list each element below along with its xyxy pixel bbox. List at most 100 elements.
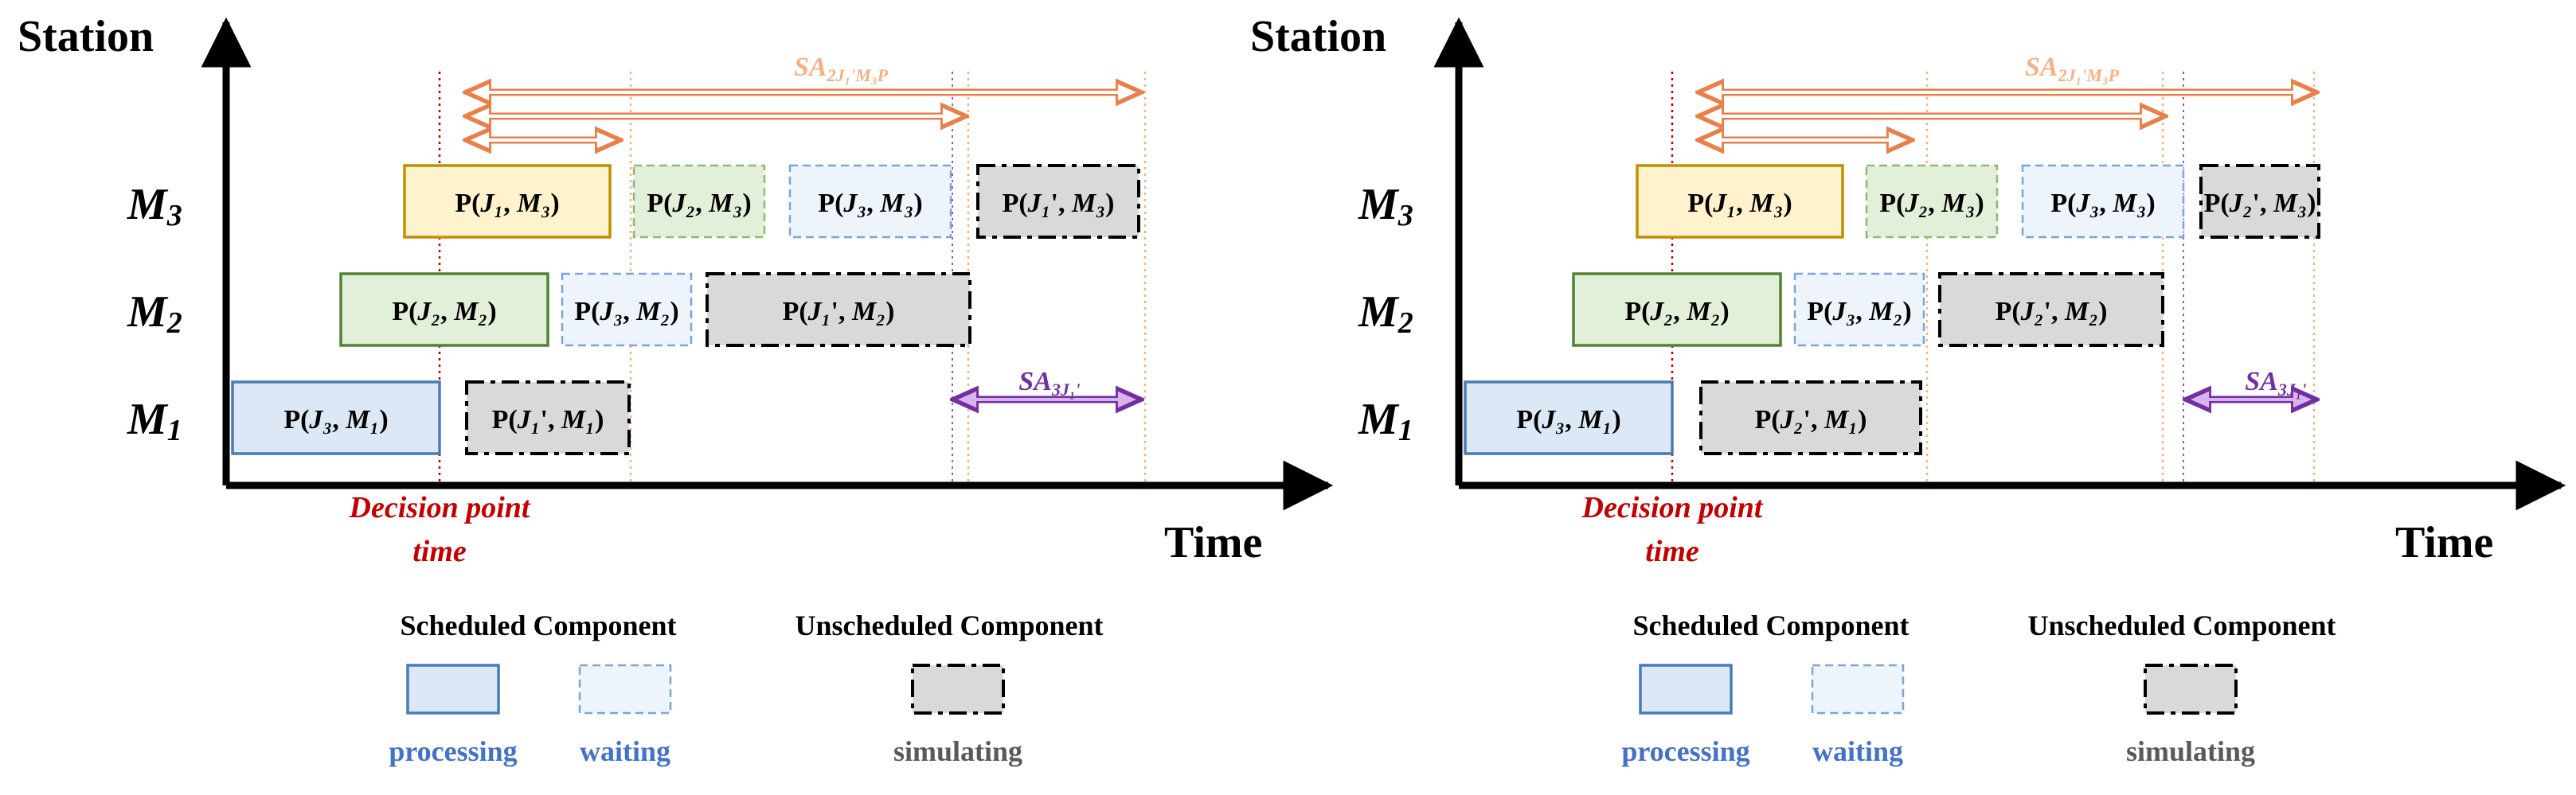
row-label-sub: 3	[166, 199, 182, 232]
schedule-block-box	[1793, 272, 1925, 347]
schedule-block-box	[976, 164, 1140, 239]
row-label-m3: M3	[1358, 180, 1413, 232]
block-label-part: )	[913, 189, 922, 218]
block-label-part: )	[1105, 189, 1114, 218]
block-label-part: ,	[440, 297, 454, 326]
decision-point-time-label: time	[412, 535, 467, 568]
block-label-part: M₂	[1686, 297, 1720, 326]
schedule-block: P(J₁, M₃)	[403, 164, 612, 239]
block-label-part: )	[1612, 405, 1620, 435]
block-label-part: )	[1902, 297, 1911, 326]
legend-waiting-label: waiting	[580, 735, 670, 767]
row-label-sub: 2	[1397, 306, 1413, 340]
block-label-part: )	[595, 405, 604, 435]
sa-top-main: SA	[794, 53, 827, 82]
block-label-part: P(	[2204, 189, 2230, 218]
legend-unscheduled-title: Unscheduled Component	[2027, 610, 2336, 641]
sa-top-sub: 2J₁'M₃P	[827, 65, 889, 85]
row-label-m1: M1	[127, 395, 182, 447]
schedule-block: P(J₂', M₂)	[1938, 272, 2164, 347]
block-label-part: ',	[2044, 297, 2065, 326]
block-label-part: ,	[1928, 189, 1941, 218]
schedule-block-label: P(J₃, M₃)	[818, 189, 922, 218]
legend-waiting-label: waiting	[1812, 735, 1903, 767]
block-label-part: )	[2307, 189, 2316, 218]
schedule-block-box	[231, 380, 441, 455]
block-label-part: J₂	[1780, 405, 1804, 435]
schedule-block: P(J₁', M₃)	[976, 164, 1140, 239]
schedule-block-label: P(J₃, M₃)	[2050, 189, 2155, 218]
schedule-block-box	[1636, 164, 1844, 239]
schedule-block-label: P(J₁', M₂)	[783, 297, 895, 326]
row-label-sub: 1	[1398, 414, 1413, 447]
schedule-block-box	[1699, 380, 1922, 455]
x-axis-label: Time	[2395, 518, 2493, 567]
schedule-block: P(J₃, M₁)	[1464, 380, 1674, 455]
schedule-block: P(J₃, M₂)	[561, 272, 693, 347]
block-label-part: )	[1783, 189, 1792, 218]
schedule-block-box	[1865, 164, 1999, 239]
block-label-part: M₁	[561, 405, 595, 435]
block-label-part: J₂	[416, 297, 440, 326]
block-label-part: J₂	[1904, 189, 1928, 218]
schedule-block-label: P(J₂', M₂)	[1996, 297, 2108, 326]
schedule-block-label: P(J₁, M₃)	[1687, 189, 1792, 218]
legend-processing-label: processing	[389, 735, 517, 767]
block-label-part: P(	[455, 189, 480, 218]
block-label-part: J₁	[479, 189, 503, 218]
schedule-block-label: P(J₃, M₂)	[574, 297, 678, 326]
sa-top-label: SA2J₁'M₃P	[2025, 53, 2120, 85]
schedule-block-box	[465, 380, 631, 455]
schedule-block: P(J₂', M₁)	[1699, 380, 1922, 455]
block-label-part: M₂	[851, 297, 885, 326]
block-label-part: ,	[866, 189, 880, 218]
row-label-main: M	[127, 180, 169, 229]
block-label-part: P(	[2050, 189, 2076, 218]
block-label-part: ,	[332, 405, 346, 435]
block-label-part: J₂	[671, 189, 695, 218]
row-label-sub: 1	[167, 414, 182, 447]
block-label-part: P(	[574, 297, 600, 326]
legend-waiting-swatch	[1811, 664, 1905, 715]
block-label-part: P(	[783, 297, 808, 326]
block-label-part: P(	[1003, 189, 1028, 218]
block-label-part: P(	[1879, 189, 1905, 218]
block-label-part: )	[379, 405, 388, 435]
decision-point-label: Decision point	[349, 491, 531, 524]
block-label-part: J₃	[842, 189, 866, 218]
schedule-block: P(J₃, M₃)	[2021, 164, 2185, 239]
legend-processing-swatch	[1639, 664, 1733, 715]
schedule-block: P(J₂, M₂)	[339, 272, 549, 347]
legend: Scheduled Component Unscheduled Component…	[1621, 610, 2336, 767]
block-label-part: )	[550, 189, 559, 218]
block-label-part: M₂	[2064, 297, 2098, 326]
legend-scheduled-title: Scheduled Component	[1632, 610, 1909, 641]
decision-point-label: Decision point	[1581, 491, 1764, 524]
block-label-part: M₃	[516, 189, 550, 218]
schedule-block-label: P(J₂', M₃)	[2204, 189, 2316, 218]
legend-simulating-swatch	[911, 664, 1005, 715]
sa-bottom-sub: 3J₁'	[1051, 380, 1081, 399]
block-label-part: P(	[392, 297, 417, 326]
block-label-part: P(	[818, 189, 843, 218]
schedule-block-box	[632, 164, 766, 239]
schedule-block: P(J₃, M₃)	[788, 164, 952, 239]
block-label-part: ,	[503, 189, 517, 218]
block-label-part: M₃	[1941, 189, 1975, 218]
schedule-block-label: P(J₃, M₁)	[1516, 405, 1620, 435]
row-label-m2: M2	[127, 287, 182, 340]
schedule-block-box	[1938, 272, 2164, 347]
block-label-part: J₃	[308, 405, 332, 435]
decision-point-time-label: time	[1645, 535, 1699, 568]
block-label-part: J₃	[1541, 405, 1565, 435]
schedule-block: P(J₃, M₂)	[1793, 272, 1925, 347]
block-label-part: P(	[1755, 405, 1781, 435]
schedule-block-box	[706, 272, 971, 347]
schedule-block-label: P(J₃, M₂)	[1807, 297, 1911, 326]
block-label-part: ',	[1051, 189, 1072, 218]
legend-waiting-swatch	[578, 664, 672, 715]
block-label-part: ',	[2253, 189, 2273, 218]
block-label-part: J₃	[599, 297, 623, 326]
schedule-block-label: P(J₂, M₂)	[1624, 297, 1729, 326]
